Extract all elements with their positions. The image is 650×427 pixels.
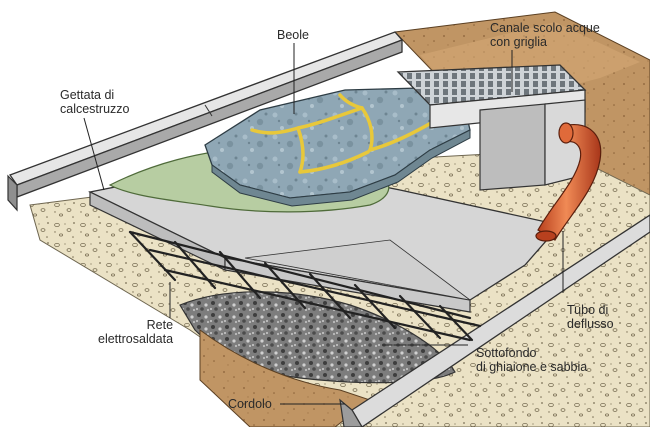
label-tubo-line2: deflusso [567,317,614,331]
label-tubo: Tubo di deflusso [567,303,614,331]
label-tubo-line1: Tubo di [567,303,609,317]
label-sottofondo-line1: Sottofondo [476,346,537,360]
label-cordolo-text: Cordolo [228,397,272,411]
label-beole: Beole [277,28,309,42]
label-rete: Rete elettrosaldata [98,318,173,346]
label-rete-line2: elettrosaldata [98,332,174,346]
label-sottofondo: Sottofondo di ghiaione e sabbia [476,346,587,374]
label-gettata-line2: calcestruzzo [60,102,130,116]
label-beole-text: Beole [277,28,309,42]
label-gettata: Gettata di calcestruzzo [60,88,129,116]
label-canale: Canale scolo acque con griglia [490,21,600,49]
label-gettata-line1: Gettata di [60,88,115,102]
label-canale-line1: Canale scolo acque [490,21,600,35]
label-rete-line1: Rete [146,318,174,332]
label-cordolo: Cordolo [228,397,272,411]
label-sottofondo-line2: di ghiaione e sabbia [476,360,588,374]
label-canale-line2: con griglia [490,35,547,49]
